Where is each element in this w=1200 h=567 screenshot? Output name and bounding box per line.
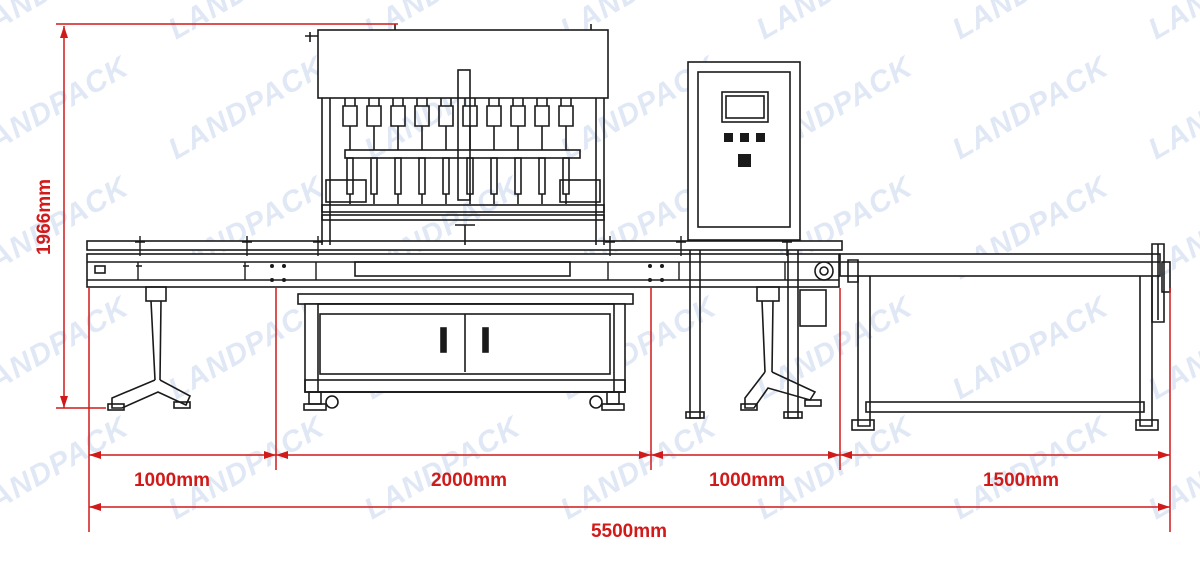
watermark-text: LANDPACK	[751, 0, 919, 46]
dimension-labels: 1966mm 1000mm 2000mm 1000mm 1500mm 5500m…	[34, 179, 1059, 542]
seg4-label: 1500mm	[983, 470, 1059, 491]
watermark-text: LANDPACK	[163, 0, 331, 46]
right-stand	[740, 286, 822, 411]
watermark-text: LANDPACK	[359, 410, 527, 526]
nozzle	[534, 98, 550, 204]
nozzle	[390, 98, 406, 204]
total-label: 5500mm	[591, 521, 667, 542]
nozzle	[342, 98, 358, 204]
watermark-text: LANDPACK	[947, 0, 1115, 46]
watermark-text: LANDPACK	[163, 50, 331, 166]
nozzle-row	[342, 98, 574, 204]
watermark-text: LANDPACK	[751, 290, 919, 406]
watermark-text: LANDPACK	[1143, 410, 1200, 526]
watermark-text: LANDPACK	[947, 410, 1115, 526]
watermark-text: LANDPACK	[1143, 0, 1200, 46]
seg1-label: 1000mm	[134, 470, 210, 491]
watermark-text: LANDPACK	[0, 50, 135, 166]
nozzle	[414, 98, 430, 204]
seg2-label: 2000mm	[431, 470, 507, 491]
nozzle	[438, 98, 454, 204]
seg3-label: 1000mm	[709, 470, 785, 491]
filling-machine	[86, 24, 1171, 431]
accumulation-table	[839, 243, 1171, 431]
watermark-text: LANDPACK	[0, 290, 135, 406]
watermark-text: LANDPACK	[1143, 50, 1200, 166]
watermark-text: LANDPACK	[0, 410, 135, 526]
left-stand	[107, 286, 192, 411]
filling-unit	[297, 24, 634, 411]
conveyor	[86, 236, 843, 288]
nozzle	[366, 98, 382, 204]
dimension-lines	[56, 23, 1171, 532]
height-label: 1966mm	[34, 179, 55, 255]
nozzle	[558, 98, 574, 204]
control-cabinet	[685, 61, 827, 419]
watermark-text: LANDPACK	[555, 410, 723, 526]
watermark-text: LANDPACK	[0, 0, 135, 46]
watermark-text: LANDPACK	[947, 290, 1115, 406]
nozzle	[462, 98, 478, 204]
watermark-text: LANDPACK	[163, 410, 331, 526]
nozzle	[510, 98, 526, 204]
watermark-text: LANDPACK	[751, 410, 919, 526]
watermark-text: LANDPACK	[947, 50, 1115, 166]
nozzle	[486, 98, 502, 204]
